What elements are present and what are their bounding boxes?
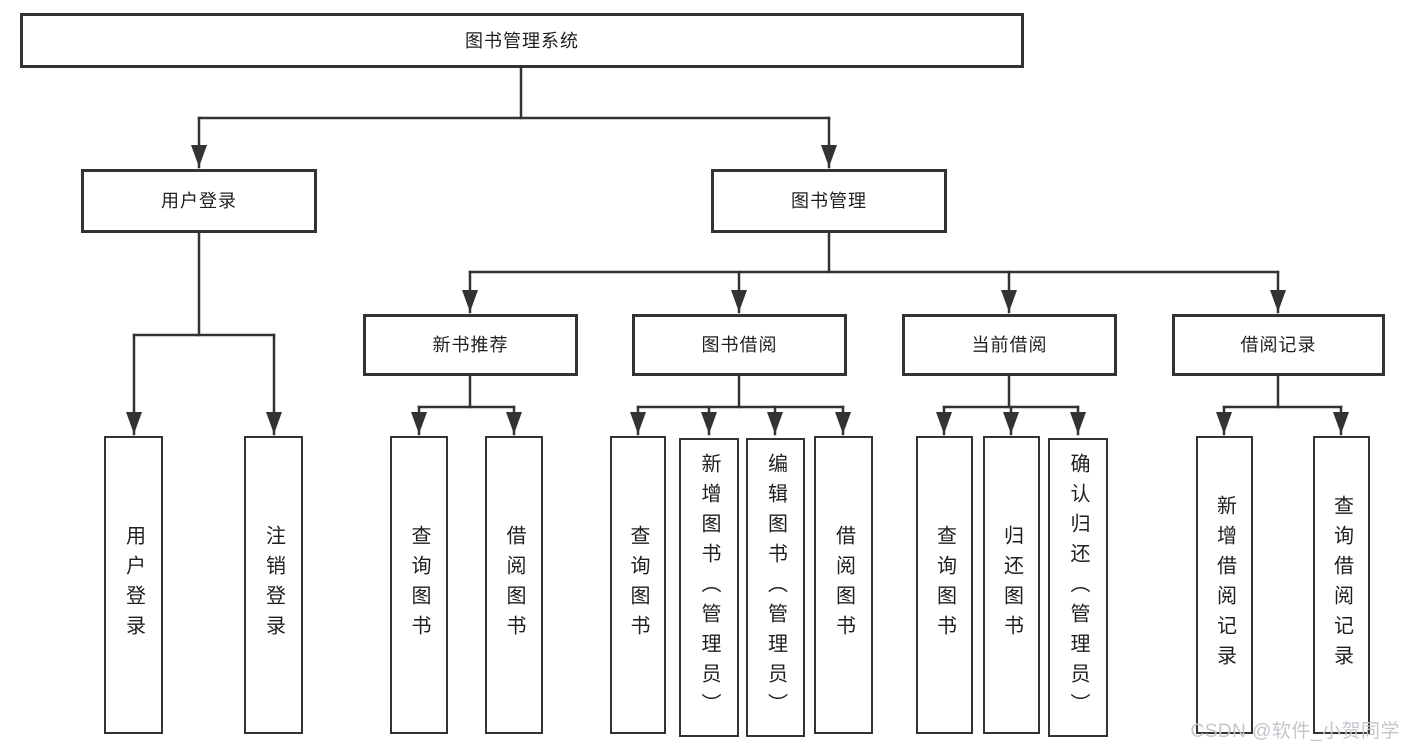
node-book-borrow-label: 图书借阅 [701, 335, 778, 355]
node-book-management: 图书管理 [711, 169, 947, 233]
leaf-cb-confirm-return-label: 确认归还（管理员） [1067, 452, 1089, 723]
node-current-borrow: 当前借阅 [902, 314, 1117, 376]
leaf-bb-borrow-books: 借阅图书 [814, 436, 873, 734]
leaf-bb-add-books-label: 新增图书（管理员） [698, 452, 720, 723]
node-new-book-recommend: 新书推荐 [363, 314, 578, 376]
leaf-bb-query-books-label: 查询图书 [627, 525, 649, 645]
node-borrow-records-label: 借阅记录 [1240, 335, 1317, 355]
node-user-login-label: 用户登录 [161, 191, 237, 211]
leaf-cb-query-books: 查询图书 [916, 436, 973, 734]
node-library-system-label: 图书管理系统 [465, 30, 579, 51]
node-book-borrow: 图书借阅 [632, 314, 847, 376]
node-borrow-records: 借阅记录 [1172, 314, 1385, 376]
leaf-bb-add-books: 新增图书（管理员） [679, 438, 739, 737]
csdn-watermark: CSDN @软件_小贺同学 [1190, 721, 1400, 742]
leaf-nb-borrow-books: 借阅图书 [485, 436, 543, 734]
leaf-br-query-record-label: 查询借阅记录 [1330, 495, 1353, 675]
leaf-logout-label: 注销登录 [262, 525, 285, 645]
leaf-cb-return-books-label: 归还图书 [1000, 525, 1023, 645]
node-book-management-label: 图书管理 [791, 191, 867, 211]
leaf-user-login: 用户登录 [104, 436, 163, 734]
leaf-user-login-label: 用户登录 [122, 525, 145, 645]
node-new-book-recommend-label: 新书推荐 [432, 335, 509, 355]
leaf-cb-confirm-return: 确认归还（管理员） [1048, 438, 1108, 737]
leaf-br-add-record-label: 新增借阅记录 [1213, 495, 1236, 675]
node-library-system: 图书管理系统 [20, 13, 1024, 68]
leaf-cb-query-books-label: 查询图书 [933, 525, 956, 645]
node-current-borrow-label: 当前借阅 [971, 335, 1048, 355]
leaf-br-add-record: 新增借阅记录 [1196, 436, 1253, 734]
node-user-login: 用户登录 [81, 169, 317, 233]
leaf-cb-return-books: 归还图书 [983, 436, 1040, 734]
leaf-nb-query-books-label: 查询图书 [408, 525, 430, 645]
leaf-br-query-record: 查询借阅记录 [1313, 436, 1370, 734]
leaf-bb-query-books: 查询图书 [610, 436, 666, 734]
leaf-bb-borrow-books-label: 借阅图书 [832, 525, 855, 645]
leaf-bb-edit-books: 编辑图书（管理员） [746, 438, 805, 737]
leaf-logout: 注销登录 [244, 436, 303, 734]
leaf-nb-query-books: 查询图书 [390, 436, 448, 734]
leaf-bb-edit-books-label: 编辑图书（管理员） [764, 452, 787, 723]
leaf-nb-borrow-books-label: 借阅图书 [503, 525, 525, 645]
